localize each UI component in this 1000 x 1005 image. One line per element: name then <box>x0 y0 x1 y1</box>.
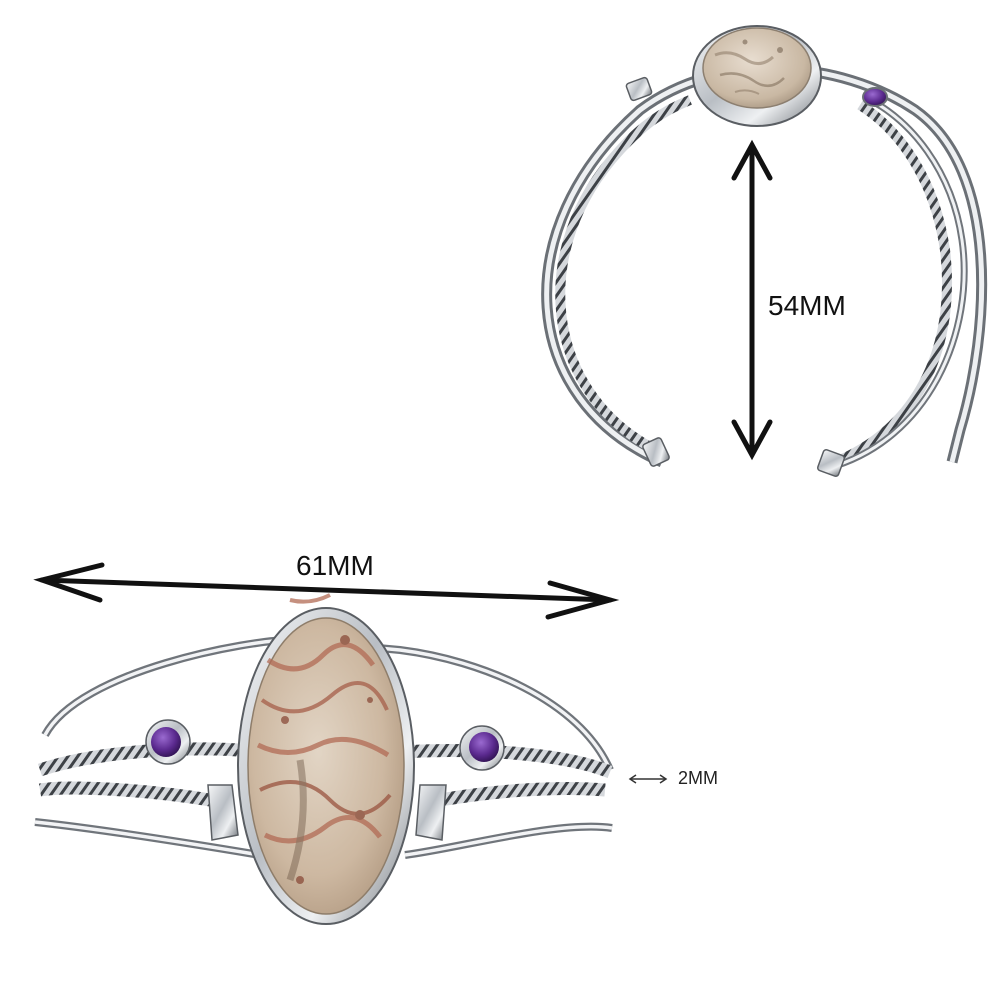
amethyst-gem-small <box>862 87 888 107</box>
inner-diameter-label: 54MM <box>768 290 846 321</box>
horizontal-arrow-icon <box>33 562 620 620</box>
end-cap-right <box>415 784 447 841</box>
bracelet-side-view <box>541 25 988 478</box>
jasper-texture-front <box>256 593 392 884</box>
amethyst-gem-right <box>459 725 505 771</box>
width-label: 61MM <box>296 550 374 581</box>
cuff-end-left <box>642 437 670 467</box>
band-twisted-lower <box>38 781 606 807</box>
cuff-twist-wire-left <box>555 95 692 453</box>
small-double-arrow-icon <box>628 774 668 784</box>
cuff-end-right <box>816 448 846 478</box>
jasper-stone-top <box>702 27 812 109</box>
amethyst-gem-left <box>145 719 191 765</box>
vertical-arrow-icon <box>731 139 773 461</box>
band-thickness-label: 2MM <box>678 768 718 788</box>
bracelet-front-view <box>34 593 614 925</box>
cuff-twist-wire-right <box>837 100 953 465</box>
jasper-texture-top <box>714 39 785 95</box>
small-setting-left <box>625 76 653 102</box>
end-cap-left <box>207 784 239 841</box>
